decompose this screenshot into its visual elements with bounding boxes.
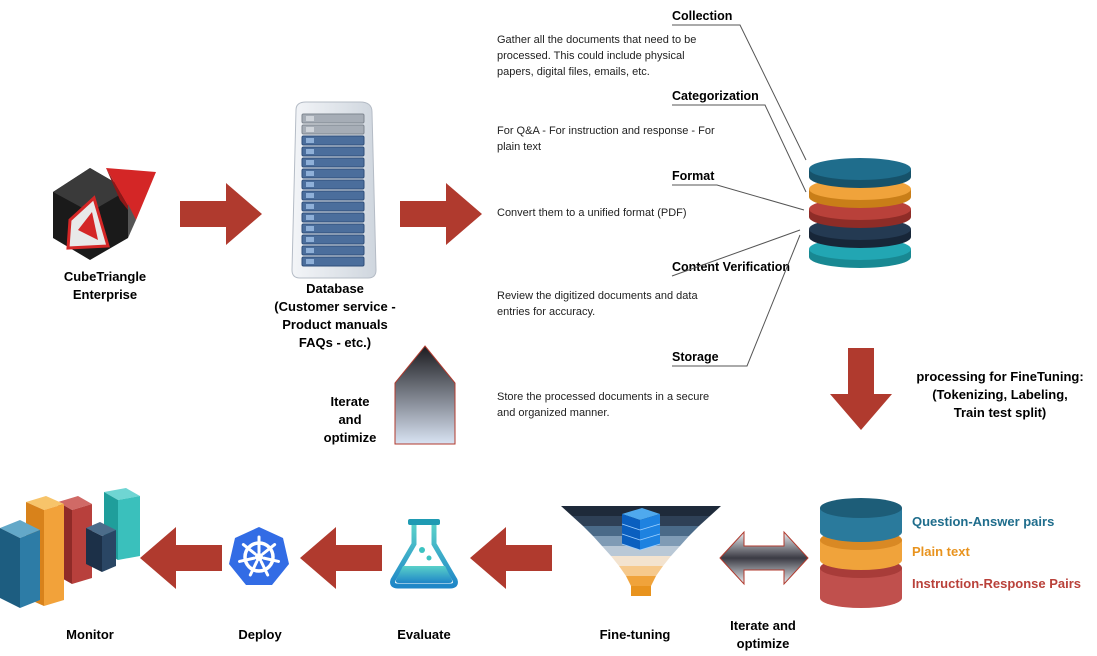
funnel-icon [561,506,721,596]
flask-icon [390,519,458,589]
step-desc-categorization: For Q&A - For instruction and response -… [497,125,715,153]
arrow-left-icon [300,527,382,589]
dataset-label-qa: Question-Answer pairs [912,514,1055,529]
stacked-disc-database-icon [809,158,911,268]
enterprise-label-line1: CubeTriangle [63,269,147,284]
double-arrow-icon [719,530,809,586]
deploy-label: Deploy [238,627,282,642]
arrow-left-icon [470,527,552,589]
bar-chart-3d-icon [0,488,140,608]
up-arrow-house-icon [394,345,456,445]
iterate-bottom-line2: optimize [736,636,790,651]
dataset-label-plain: Plain text [912,544,970,559]
iterate-top-line3: optimize [323,430,377,445]
kubernetes-helm-icon [229,527,289,585]
database-label-line3: Product manuals [282,317,388,332]
dataset-cylinder-icon [820,498,902,608]
processing-line1: processing for FineTuning: [916,369,1084,384]
arrow-right-icon [400,183,482,245]
processing-line2: (Tokenizing, Labeling, [932,387,1068,402]
processing-line3: Train test split) [953,405,1047,420]
database-label-line2: (Customer service - [274,299,396,314]
iterate-top-line2: and [338,412,362,427]
finetuning-label: Fine-tuning [599,627,671,642]
server-rack-icon [291,101,377,279]
step-title-collection: Collection [672,9,733,23]
step-title-content-verification: Content Verification [672,260,791,274]
step-title-storage: Storage [672,350,719,364]
step-title-format: Format [672,169,715,183]
monitor-label: Monitor [66,627,114,642]
step-desc-collection: Gather all the documents that need to be… [497,34,697,78]
evaluate-label: Evaluate [397,627,451,642]
enterprise-label-line2: Enterprise [72,287,138,302]
arrow-down-icon [830,348,892,430]
step-title-categorization: Categorization [672,89,759,103]
cube-triangle-logo-icon [53,168,156,260]
iterate-bottom-line1: Iterate and [730,618,796,633]
step-desc-format: Convert them to a unified format (PDF) [497,207,687,219]
iterate-top-line1: Iterate [330,394,370,409]
arrow-right-icon [180,183,262,245]
dataset-label-instruction: Instruction-Response Pairs [912,576,1082,591]
database-label-line4: FAQs - etc.) [298,335,372,350]
arrow-left-icon [140,527,222,589]
database-label-line1: Database [306,281,364,296]
step-desc-storage: Store the processed documents in a secur… [497,391,710,419]
